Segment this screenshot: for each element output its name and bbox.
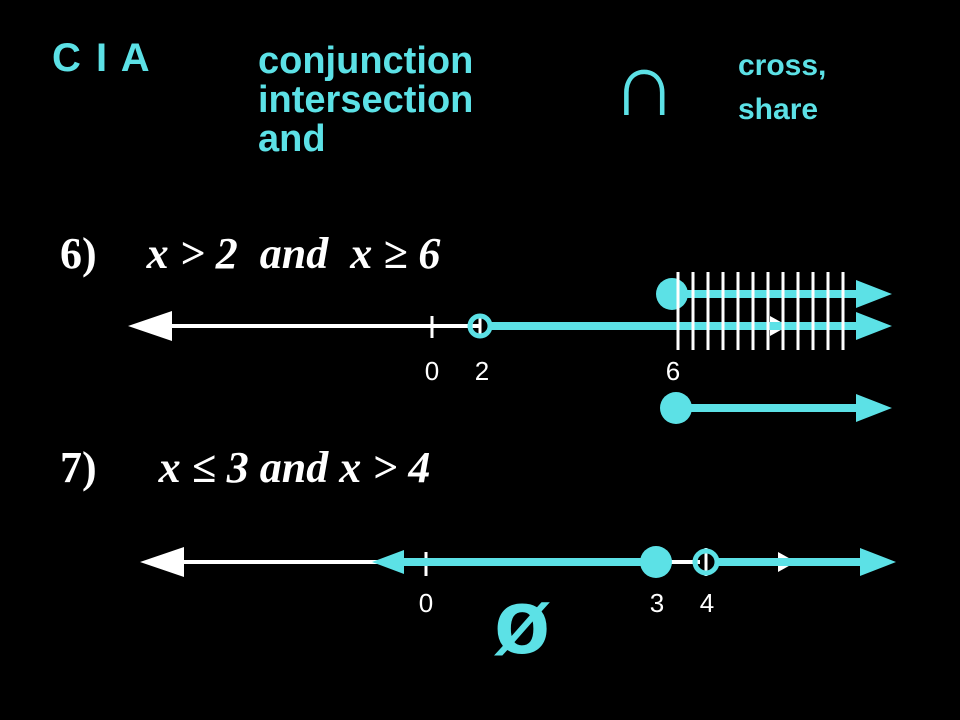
solution-ray-6-arrow <box>856 394 892 422</box>
problem-6-statement: x > 2 and x ≥ 6 <box>146 229 441 278</box>
tick-label-4: 4 <box>700 588 714 618</box>
ray-x-gt-2-arrow <box>856 312 892 340</box>
tick-label-2: 2 <box>475 356 489 386</box>
problem-6: 6) x > 2 and x ≥ 6 <box>60 228 440 279</box>
tick-label-6: 6 <box>666 356 680 386</box>
intersection-symbol: ∩ <box>612 35 677 135</box>
term-list: conjunction intersection and <box>258 42 473 159</box>
tick-label-0: 0 <box>425 356 439 386</box>
empty-set-symbol: ø <box>494 571 551 673</box>
open-dot-4 <box>692 548 720 576</box>
solution-closed-dot-6 <box>660 392 692 424</box>
number-line-7-left-arrow <box>140 547 184 577</box>
ray-x-le-3-arrow <box>372 550 404 574</box>
acronym-title: C I A <box>52 36 152 80</box>
ray-x-ge-6-arrow <box>856 280 892 308</box>
number-line-6: 0 2 6 <box>128 272 892 424</box>
overlap-hatching <box>676 272 845 350</box>
number-line-7: 0 3 4 <box>140 546 896 618</box>
term-and: and <box>258 118 326 160</box>
problem-6-label: 6) <box>60 229 97 278</box>
open-dot-2 <box>467 313 493 339</box>
meaning-share: share <box>738 93 819 126</box>
symbol-meaning: cross, share <box>738 44 826 132</box>
problem-7: 7) x ≤ 3 and x > 4 <box>60 442 430 493</box>
closed-dot-3 <box>640 546 672 578</box>
number-line-6-left-arrow <box>128 311 172 341</box>
term-intersection: intersection <box>258 79 474 121</box>
problem-7-statement: x ≤ 3 and x > 4 <box>158 443 431 492</box>
meaning-cross: cross, <box>738 49 827 82</box>
problem-7-label: 7) <box>60 443 97 492</box>
tick-label-3: 3 <box>650 588 664 618</box>
tick-label-0-b: 0 <box>419 588 433 618</box>
ray-x-gt-4-arrow <box>860 548 896 576</box>
closed-dot-6 <box>656 278 688 310</box>
term-conjunction: conjunction <box>258 40 474 82</box>
